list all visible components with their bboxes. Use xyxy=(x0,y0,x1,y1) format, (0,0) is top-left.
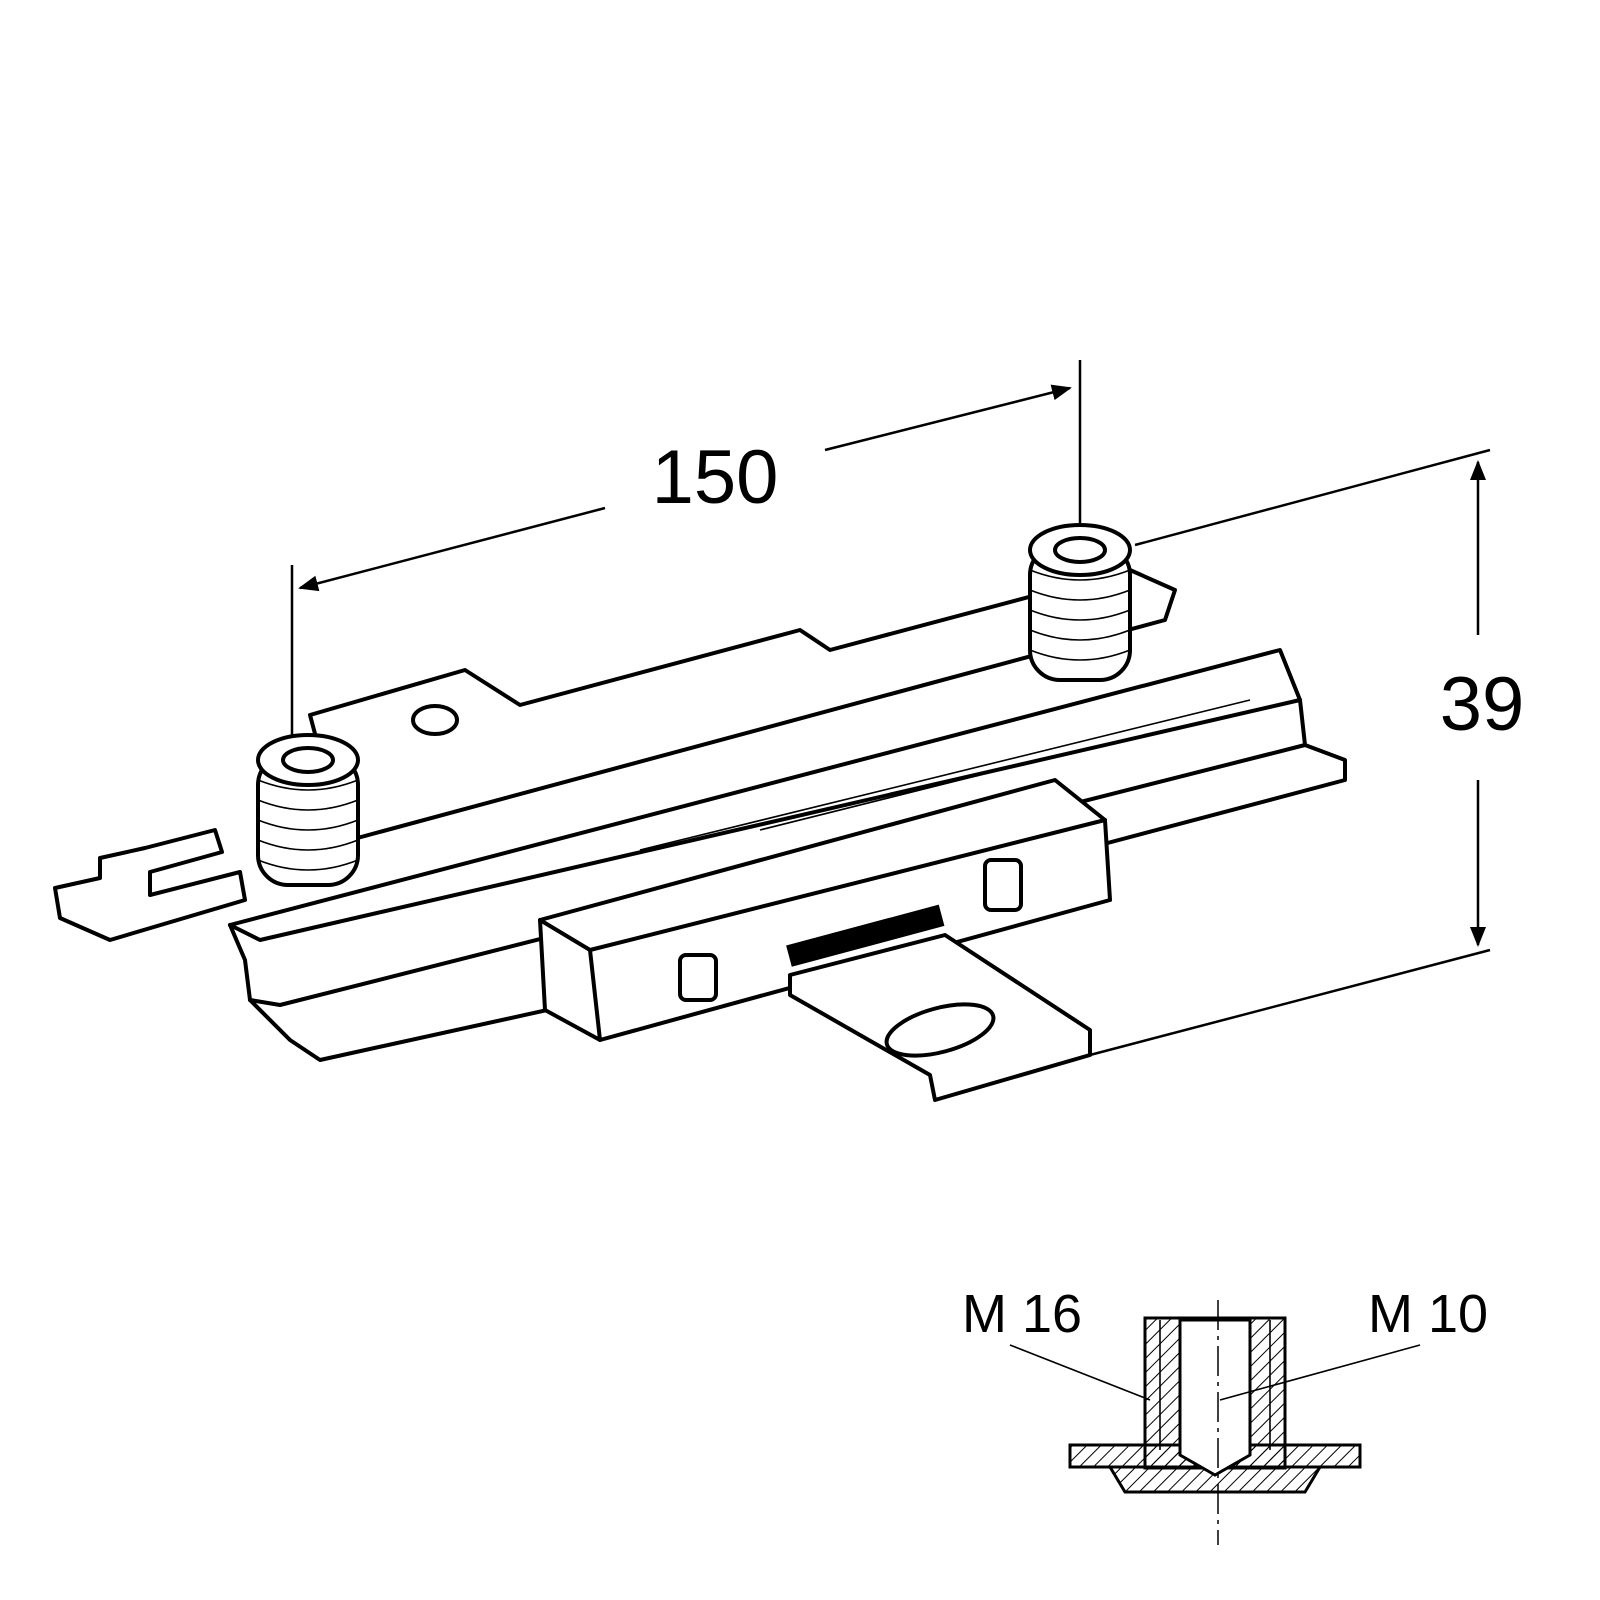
dimension-39: 39 xyxy=(1089,448,1525,1057)
dimension-39-label: 39 xyxy=(1440,662,1525,747)
m16-label: M 16 xyxy=(962,1284,1082,1344)
m10-label: M 10 xyxy=(1368,1284,1488,1344)
slider-block xyxy=(538,778,1112,1042)
left-clip xyxy=(53,828,247,942)
left-stud xyxy=(256,733,360,887)
bottom-tab xyxy=(786,904,1092,1102)
right-stud xyxy=(1028,523,1132,682)
dimension-150: 150 xyxy=(290,360,1082,735)
section-detail: M 16 M 10 xyxy=(962,1284,1488,1545)
dimension-150-label: 150 xyxy=(652,435,779,520)
